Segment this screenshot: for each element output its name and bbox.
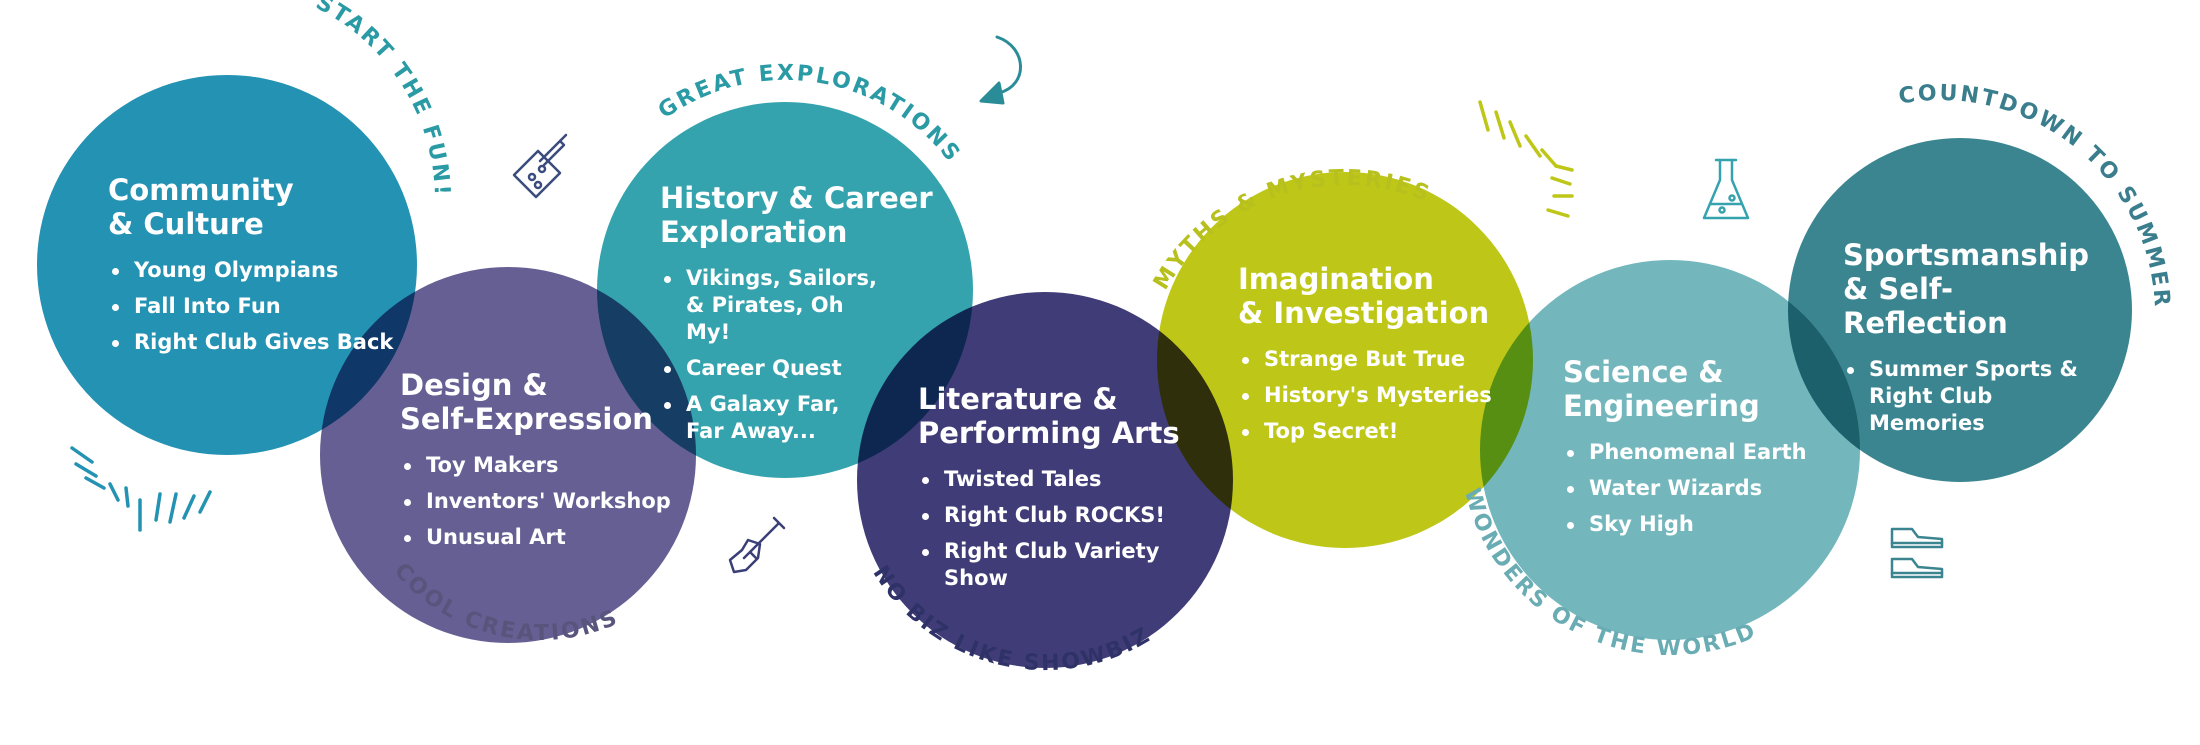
circle-imagination (1157, 172, 1533, 548)
theme-items-literature: Twisted Tales Right Club ROCKS! Right Cl… (918, 466, 1218, 592)
circle-design (320, 267, 696, 643)
circle-community (37, 75, 417, 455)
theme-circles (37, 75, 2132, 668)
list-item: Right Club Gives Back (108, 329, 408, 356)
theme-title-sports: Sportsmanship & Self-Reflection (1843, 238, 2090, 340)
theme-block-imagination: Imagination & Investigation Strange But … (1238, 262, 1528, 454)
theme-items-science: Phenomenal Earth Water Wizards Sky High (1563, 439, 1823, 538)
theme-title-science: Science & Engineering (1563, 355, 1760, 423)
theme-block-sports: Sportsmanship & Self-Reflection Summer S… (1843, 238, 2113, 446)
list-item: Strange But True (1238, 346, 1528, 373)
sneaker-icon (1890, 527, 1944, 579)
list-item: Summer Sports & Right Club Memories (1843, 356, 2079, 437)
list-item: Phenomenal Earth (1563, 439, 1823, 466)
circle-literature (857, 292, 1233, 668)
theme-title-imagination: Imagination & Investigation (1238, 262, 1490, 330)
theme-items-history: Vikings, Sailors, & Pirates, Oh My! Care… (660, 265, 940, 445)
list-item: Fall Into Fun (108, 293, 408, 320)
theme-title-design: Design & Self-Expression (400, 368, 653, 436)
circle-history (597, 102, 973, 478)
list-item: Toy Makers (400, 452, 700, 479)
list-item: History's Mysteries (1238, 382, 1528, 409)
list-item: A Galaxy Far, Far Away... (660, 391, 846, 445)
circle-sports (1788, 138, 2132, 482)
list-item: Inventors' Workshop (400, 488, 700, 515)
theme-block-literature: Literature & Performing Arts Twisted Tal… (918, 382, 1218, 601)
list-item: Water Wizards (1563, 475, 1823, 502)
flask-icon (1702, 158, 1750, 220)
theme-block-community: Community & Culture Young Olympians Fall… (108, 173, 408, 365)
theme-block-science: Science & Engineering Phenomenal Earth W… (1563, 355, 1823, 547)
circle-science (1480, 260, 1860, 640)
theme-block-history: History & Career Exploration Vikings, Sa… (660, 181, 940, 454)
list-item: Top Secret! (1238, 418, 1528, 445)
list-item: Career Quest (660, 355, 940, 382)
theme-items-community: Young Olympians Fall Into Fun Right Club… (108, 257, 408, 356)
theme-items-design: Toy Makers Inventors' Workshop Unusual A… (400, 452, 700, 551)
palette-icon (512, 133, 568, 199)
theme-items-sports: Summer Sports & Right Club Memories (1843, 356, 2113, 437)
theme-block-design: Design & Self-Expression Toy Makers Inve… (400, 368, 700, 560)
list-item: Right Club ROCKS! (918, 502, 1218, 529)
list-item: Right Club Variety Show (918, 538, 1218, 592)
list-item: Twisted Tales (918, 466, 1218, 493)
theme-title-history: History & Career Exploration (660, 181, 933, 249)
arrow-icon (979, 35, 1022, 105)
theme-items-imagination: Strange But True History's Mysteries Top… (1238, 346, 1528, 445)
list-item: Young Olympians (108, 257, 408, 284)
list-item: Unusual Art (400, 524, 700, 551)
guitar-icon (728, 516, 786, 574)
theme-title-literature: Literature & Performing Arts (918, 382, 1180, 450)
theme-title-community: Community & Culture (108, 173, 294, 241)
list-item: Sky High (1563, 511, 1823, 538)
sparkle-lines-icon (70, 100, 1574, 532)
list-item: Vikings, Sailors, & Pirates, Oh My! (660, 265, 886, 346)
